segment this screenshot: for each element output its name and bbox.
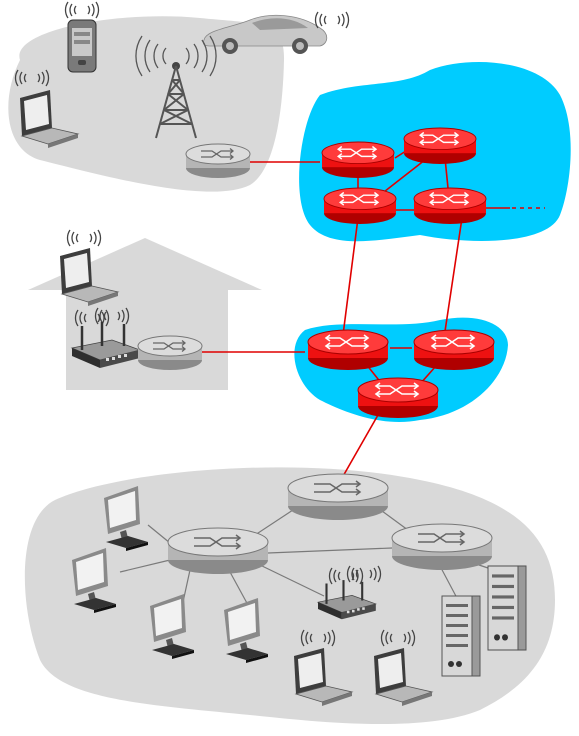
server-rack-icon [487, 565, 527, 651]
router-regional-1 [307, 329, 389, 371]
link-regional-enterprise [341, 414, 379, 479]
router-global-2 [403, 127, 477, 165]
car-icon [202, 11, 350, 54]
link-ent-left-desk3 [182, 569, 191, 603]
link-global-2-3 [379, 155, 431, 196]
link-ent-left-desk4 [229, 571, 249, 606]
router-home-edge [137, 335, 203, 371]
router-global-1 [321, 141, 395, 179]
link-ent-left-desk1 [147, 524, 171, 544]
server-rack-icon [441, 595, 481, 677]
router-ent-left [167, 527, 269, 575]
link-ent-left-ap [259, 564, 325, 597]
smartphone-icon [64, 1, 100, 73]
router-global-4 [413, 187, 487, 225]
cell-tower-icon [135, 35, 217, 139]
link-ent-left-right [267, 547, 393, 554]
link-global-regional-left [342, 217, 359, 336]
router-mobile-edge [185, 143, 251, 179]
link-ent-top-left [251, 507, 297, 538]
router-ent-right [391, 523, 493, 571]
router-global-3 [323, 187, 397, 225]
link-ent-left-desk2 [119, 559, 171, 573]
router-regional-2 [413, 329, 495, 371]
link-global-regional-right [443, 217, 463, 339]
router-ent-top [287, 473, 389, 521]
router-regional-3 [357, 377, 439, 419]
link-ent-right-server2 [439, 565, 459, 601]
